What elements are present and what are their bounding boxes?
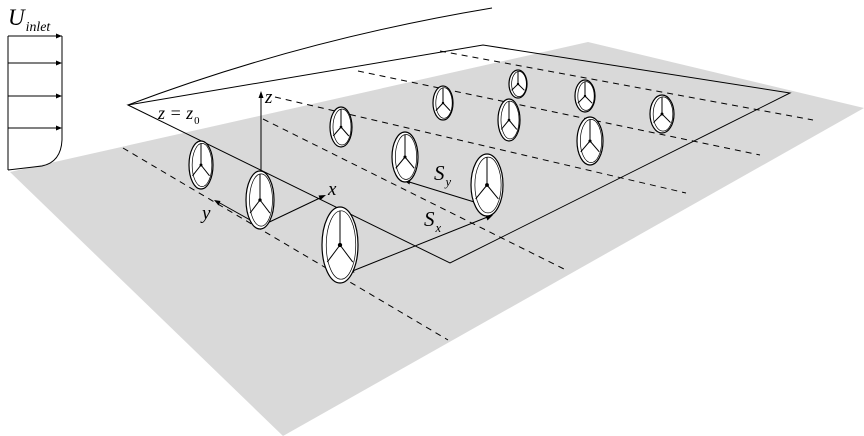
rotor-blade [259,199,271,214]
rotor-inner-ring [474,156,502,214]
rotor-blade [500,119,510,130]
sx-symbol: S [424,207,435,231]
rotor-hub [516,82,520,86]
axis-arrowheads [214,91,326,206]
rotor-inner-ring [191,143,213,187]
turbine-array [188,69,675,284]
rotor-blade [486,184,499,200]
x-axis-label: x [328,179,337,200]
rotor-blade [404,156,415,169]
rotor-blade [511,83,519,91]
turbine-rotor [321,206,359,284]
rotor-inner-ring [577,81,595,111]
turbine-rotor [508,69,528,99]
rotor-hub [199,163,203,167]
rotor-blade [200,164,210,177]
rotor-hub [258,198,262,202]
rotor-hub [337,242,343,248]
z-axis-label: z [265,87,273,108]
sy-subscript: y [445,174,452,189]
turbine-rotor [576,116,604,166]
turbine-rotor [329,106,353,148]
rotor-blade [508,119,518,130]
turbine-rotor [649,94,675,134]
rotor-inner-ring [579,119,603,163]
ground-plane [10,42,864,436]
rotor-hub [588,139,592,143]
plane-label-subscript: 0 [194,114,200,127]
rotor-blade [589,140,600,153]
rotor-blade [577,95,586,104]
rotor-blade [517,83,525,91]
inlet-velocity-subscript: inlet [25,19,51,35]
rotor-blade [326,244,341,263]
sy-symbol: S [434,161,445,185]
rotor-blade [249,199,261,214]
sx-subscript: x [435,220,442,235]
rotor-blade [340,126,350,137]
turbine-rotor [497,98,521,142]
rotor-inner-ring [249,173,273,227]
rotor-blade [192,164,202,177]
rotor-inner-ring [435,87,453,119]
rotor-blade [661,113,671,123]
inlet-arrowheads [56,33,62,131]
rotor-blade [653,113,663,123]
top-curve [127,7,493,106]
rotor-blade [395,156,406,169]
rotor-blade [435,102,444,111]
inlet-velocity-profile [7,35,63,171]
turbine-rotor [574,79,596,113]
rotor-inner-ring [500,100,520,140]
rotor-blade [580,140,591,153]
plane-label: z = z0 [158,103,200,126]
rotor-inner-ring [394,134,418,180]
sy-label: Sy [434,161,451,188]
inlet-velocity-label: Uinlet [8,5,50,34]
sx-label: Sx [424,207,441,234]
rotor-hub [441,101,445,105]
spacing-dimensions [349,180,491,273]
rotor-hub [485,183,489,187]
rotor-inner-ring [511,71,527,97]
inlet-velocity-symbol: U [8,5,25,30]
turbine-rotor [432,85,454,121]
rotor-blade [339,244,354,263]
rotor-blade [475,184,488,200]
y-axis-label: y [202,203,211,224]
rotor-blade [584,95,593,104]
rotor-blade [442,102,451,111]
rotor-inner-ring [332,108,352,146]
rotor-inner-ring [652,96,674,132]
plane-label-main: z = z [158,103,194,123]
rotor-hub [403,155,407,159]
rotor-hub [339,125,343,129]
turbine-rotor [245,170,275,230]
rotor-blade [332,126,342,137]
rotor-hub [507,118,511,122]
rotor-hub [583,94,587,98]
turbine-rotor [391,131,419,183]
rotor-hub [660,112,664,116]
turbine-rotor [188,140,214,190]
turbine-rotor [470,153,504,217]
rotor-inner-ring [325,210,357,280]
